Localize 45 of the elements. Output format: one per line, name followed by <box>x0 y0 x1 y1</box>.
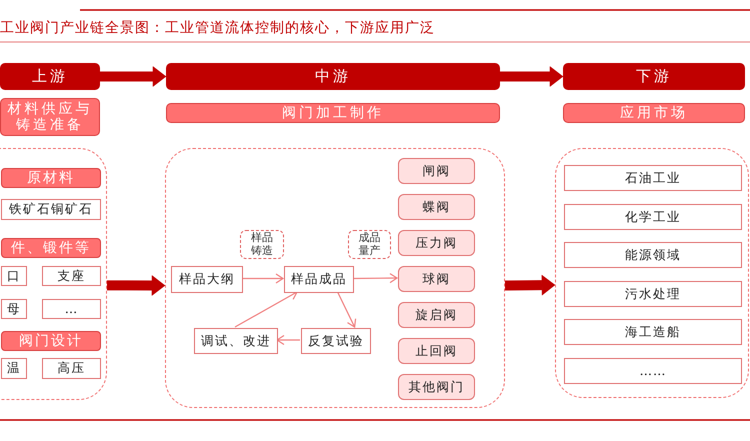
process-box: 样品成品 <box>284 266 354 293</box>
dashed-container <box>555 148 749 398</box>
application-box: …… <box>564 358 742 384</box>
valve-type-box: 闸阀 <box>398 158 475 184</box>
item-box: … <box>42 299 101 319</box>
process-box: 样品大纲 <box>171 266 243 293</box>
item-box: 高压 <box>42 358 101 379</box>
application-box: 污水处理 <box>564 281 742 307</box>
stage-subheader: 应用市场 <box>563 103 745 123</box>
dashed-container <box>0 148 107 400</box>
item-box: 铁矿石铜矿石 <box>1 199 101 220</box>
arrow <box>337 292 356 328</box>
valve-type-box: 球阀 <box>398 266 475 292</box>
category-header: 原材料 <box>1 168 101 188</box>
item-box: 口 <box>1 266 27 286</box>
valve-type-box: 旋启阀 <box>398 302 475 328</box>
application-box: 化学工业 <box>564 204 742 230</box>
item-box: 温 <box>1 358 27 379</box>
category-header: 件、锻件等 <box>1 238 101 258</box>
item-box: 支座 <box>42 266 101 286</box>
dashed-container <box>165 148 505 408</box>
category-header: 阀门设计 <box>1 331 101 351</box>
valve-type-box: 蝶阀 <box>398 194 475 220</box>
block-arrow <box>504 274 556 296</box>
valve-type-box: 压力阀 <box>398 230 475 256</box>
arrow <box>234 290 298 328</box>
step-note: 成品量产 <box>348 230 391 259</box>
application-box: 石油工业 <box>564 165 742 191</box>
stage-subheader: 材料供应与铸造准备 <box>0 98 100 136</box>
step-note: 样品铸造 <box>240 230 284 259</box>
block-arrow <box>500 66 564 87</box>
process-box: 调试、改进 <box>194 328 278 354</box>
arrow <box>242 274 284 284</box>
application-box: 能源领域 <box>564 242 742 268</box>
item-box: 母 <box>1 299 27 319</box>
stage-header: 上游 <box>0 63 100 90</box>
valve-type-box: 止回阀 <box>398 338 475 364</box>
arrow <box>353 273 398 284</box>
application-box: 海工造船 <box>564 319 742 345</box>
stage-subheader: 阀门加工制作 <box>166 103 500 123</box>
process-box: 反复试验 <box>301 328 371 354</box>
diagram-title: 工业阀门产业链全景图：工业管道流体控制的核心，下游应用广泛 <box>0 19 435 37</box>
block-arrow <box>106 275 166 296</box>
block-arrow <box>100 66 166 87</box>
valve-type-box: 其他阀门 <box>398 374 475 400</box>
